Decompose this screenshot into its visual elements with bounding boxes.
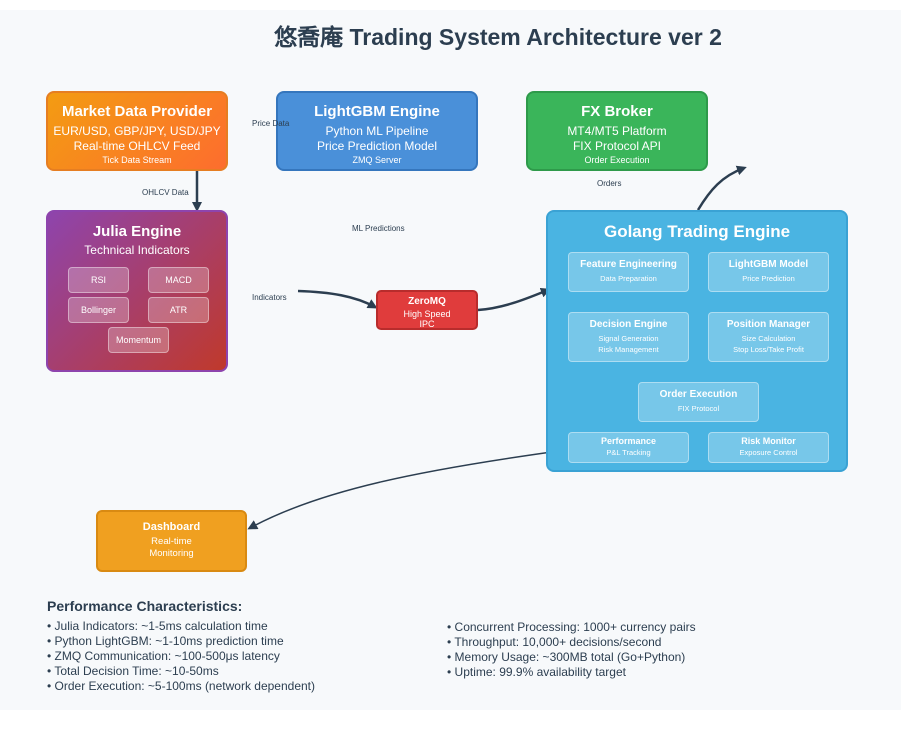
indicator-momentum: Momentum xyxy=(108,327,169,353)
indicator-macd: MACD xyxy=(148,267,209,293)
lightgbm-title: LightGBM Engine xyxy=(314,103,440,120)
module-line1: Price Prediction xyxy=(742,274,795,283)
fx-broker-line2: FIX Protocol API xyxy=(572,139,662,153)
zmq-to-golang-arrow xyxy=(477,287,551,312)
page-title: 悠喬庵 Trading System Architecture ver 2 xyxy=(274,24,722,50)
lightgbm-line1: Python ML Pipeline xyxy=(325,124,429,138)
module-line2: Risk Management xyxy=(598,345,659,354)
performance-section: Performance Characteristics: • Julia Ind… xyxy=(47,598,877,693)
module-title: Risk Monitor xyxy=(741,436,796,446)
zeromq-node: ZeroMQ High Speed IPC xyxy=(376,290,478,330)
market-data-provider-node: Market Data Provider EUR/USD, GBP/JPY, U… xyxy=(46,91,228,171)
lightgbm-engine-node: LightGBM Engine Python ML Pipeline Price… xyxy=(276,91,478,171)
zeromq-title: ZeroMQ xyxy=(408,296,446,307)
dashboard-arrow xyxy=(247,449,567,530)
module-line1: FIX Protocol xyxy=(677,404,720,413)
performance-item: • ZMQ Communication: ~100-500μs latency xyxy=(47,649,280,663)
indicator-bollinger: Bollinger xyxy=(68,297,129,323)
dashboard-line1: Real-time xyxy=(151,536,192,547)
market-data-title: Market Data Provider xyxy=(61,103,213,120)
module-title: Feature Engineering xyxy=(580,259,677,270)
performance-item: • Concurrent Processing: 1000+ currency … xyxy=(447,620,696,634)
performance-item: • Throughput: 10,000+ decisions/second xyxy=(447,635,662,649)
module-line2: Stop Loss/Take Profit xyxy=(733,345,804,354)
golang-title: Golang Trading Engine xyxy=(603,222,791,241)
module-decision-engine: Decision Engine Signal Generation Risk M… xyxy=(568,312,689,362)
fx-broker-line1: MT4/MT5 Platform xyxy=(567,124,667,138)
indicator-atr: ATR xyxy=(148,297,209,323)
module-position-manager: Position Manager Size Calculation Stop L… xyxy=(708,312,829,362)
module-line1: Signal Generation xyxy=(598,334,659,343)
module-line1: P&L Tracking xyxy=(606,448,651,457)
dashboard-line2: Monitoring xyxy=(149,548,194,559)
performance-item: • Julia Indicators: ~1-5ms calculation t… xyxy=(47,619,268,633)
module-title: Order Execution xyxy=(659,389,738,400)
module-performance: Performance P&L Tracking xyxy=(568,432,689,463)
market-data-line2: Real-time OHLCV Feed xyxy=(73,139,201,153)
fx-broker-node: FX Broker MT4/MT5 Platform FIX Protocol … xyxy=(526,91,708,171)
edge-label-indicators: Indicators xyxy=(252,293,287,302)
golang-trading-engine-node: Golang Trading Engine Feature Engineerin… xyxy=(546,210,848,472)
performance-item: • Order Execution: ~5-100ms (network dep… xyxy=(47,679,316,693)
performance-left-list: • Julia Indicators: ~1-5ms calculation t… xyxy=(47,619,315,694)
module-line1: Size Calculation xyxy=(741,334,796,343)
performance-right-list: • Concurrent Processing: 1000+ currency … xyxy=(447,620,696,680)
performance-item: • Uptime: 99.9% availability target xyxy=(447,665,626,679)
zeromq-line1: High Speed xyxy=(403,309,451,319)
dashboard-title: Dashboard xyxy=(142,521,201,533)
lightgbm-line2: Price Prediction Model xyxy=(316,139,438,153)
julia-title: Julia Engine xyxy=(92,223,182,240)
market-data-line3: Tick Data Stream xyxy=(102,155,172,165)
dashboard-node: Dashboard Real-time Monitoring xyxy=(96,510,247,572)
module-title: LightGBM Model xyxy=(728,259,809,270)
julia-engine-node: Julia Engine Technical Indicators RSI MA… xyxy=(46,210,228,372)
edge-label-ohlcv-data: OHLCV Data xyxy=(142,188,189,197)
performance-item: • Total Decision Time: ~10-50ms xyxy=(47,664,219,678)
indicators-arrow xyxy=(297,289,378,309)
module-order-execution: Order Execution FIX Protocol xyxy=(638,382,759,422)
module-title: Decision Engine xyxy=(589,319,668,330)
module-line1: Exposure Control xyxy=(739,448,798,457)
market-data-line1: EUR/USD, GBP/JPY, USD/JPY xyxy=(53,124,221,138)
edge-label-orders: Orders xyxy=(597,179,622,188)
module-title: Position Manager xyxy=(726,319,811,330)
lightgbm-line3: ZMQ Server xyxy=(352,155,402,165)
edge-label-ml-predictions: ML Predictions xyxy=(352,224,405,233)
julia-subtitle: Technical Indicators xyxy=(84,243,190,257)
performance-item: • Python LightGBM: ~1-10ms prediction ti… xyxy=(47,634,284,648)
module-line1: Data Preparation xyxy=(600,274,657,283)
module-risk-monitor: Risk Monitor Exposure Control xyxy=(708,432,829,463)
module-title: Performance xyxy=(600,436,657,446)
indicator-rsi: RSI xyxy=(68,267,129,293)
fx-broker-title: FX Broker xyxy=(581,103,653,120)
fx-broker-line3: Order Execution xyxy=(584,155,650,165)
edge-label-price-data: Price Data xyxy=(252,119,290,128)
orders-arrow xyxy=(696,165,747,211)
performance-item: • Memory Usage: ~300MB total (Go+Python) xyxy=(447,650,686,664)
module-feature-engineering: Feature Engineering Data Preparation xyxy=(568,252,689,292)
performance-heading: Performance Characteristics: xyxy=(47,598,243,614)
zeromq-line2: IPC xyxy=(419,319,435,329)
module-lightgbm-model: LightGBM Model Price Prediction xyxy=(708,252,829,292)
